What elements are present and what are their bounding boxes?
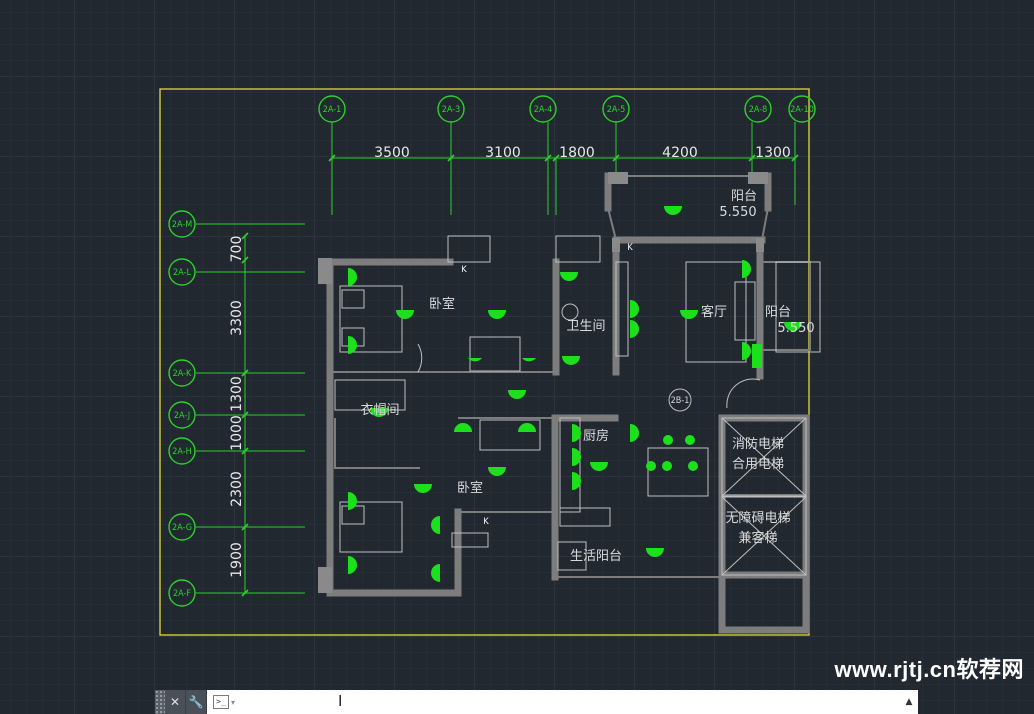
dim-ticks-top [328, 154, 799, 162]
room-balcony-top: 阳台 [731, 189, 757, 204]
walls [326, 172, 810, 634]
axis-lines-left [196, 223, 305, 594]
dim-left-3: 1300 [229, 376, 245, 412]
command-input[interactable] [235, 691, 900, 713]
tag-k2: K [627, 243, 633, 253]
elevation-right: 5.550 [777, 321, 814, 336]
chevron-down-icon[interactable]: ▾ [231, 697, 236, 707]
axis-label-left-5: 2A-H [172, 447, 192, 457]
room-fire-elevator-b: 合用电梯 [732, 457, 784, 472]
tag-k1: K [461, 265, 467, 275]
room-bathroom: 卫生间 [566, 319, 605, 334]
room-closet: 衣帽间 [360, 402, 399, 418]
axis-label-left-3: 2A-K [173, 369, 192, 379]
room-bedroom-top: 卧室 [429, 296, 455, 312]
room-kitchen: 厨房 [583, 428, 609, 444]
room-balcony-right: 阳台 [765, 305, 791, 320]
command-input-area[interactable]: >_ ▾ I ▲ [207, 690, 918, 714]
dim-left-1: 700 [229, 236, 245, 263]
wrench-settings-icon[interactable]: 🔧 [186, 690, 207, 714]
axis-lines-top [331, 122, 796, 215]
light-fixtures [348, 206, 802, 582]
sheet-frame [159, 88, 810, 636]
elevation-top: 5.550 [719, 205, 756, 220]
axis-label-left-4: 2A-J [174, 411, 190, 421]
tag-k3: K [483, 517, 489, 527]
room-accessible-b: 兼客梯 [738, 530, 777, 546]
watermark-text: www.rjtj.cn软荐网 [834, 657, 1024, 682]
axis-bubbles-top [318, 95, 816, 123]
axis-label-top-6: 2A-10 [790, 105, 814, 115]
room-bedroom-bottom: 卧室 [457, 480, 483, 496]
thin-walls [330, 175, 811, 578]
text-cursor-icon: I [338, 692, 343, 710]
dim-top-5: 1300 [755, 145, 791, 161]
command-prompt-icon[interactable]: >_ [213, 695, 229, 709]
dim-top-3: 1800 [559, 145, 595, 161]
axis-label-top-1: 2A-1 [323, 105, 342, 115]
axis-label-top-4: 2A-5 [607, 105, 626, 115]
room-service-balcony: 生活阳台 [570, 549, 622, 564]
close-icon[interactable]: ✕ [165, 690, 186, 714]
axis-label-top-5: 2A-8 [749, 105, 768, 115]
wall-blocks [318, 172, 768, 593]
floor-plan: 2A-1 2A-3 2A-4 2A-5 2A-8 2A-10 2A-M 2A-L… [159, 88, 821, 636]
dim-left-6: 1900 [229, 542, 245, 578]
room-accessible-a: 无障碍电梯 [725, 511, 790, 526]
dim-left-5: 2300 [229, 471, 245, 507]
drag-grip-handle[interactable] [155, 690, 165, 714]
axis-marker: 2B-1 [671, 396, 690, 406]
dim-top-4: 4200 [662, 145, 698, 161]
furniture [334, 235, 821, 576]
dim-ticks-left [241, 232, 249, 597]
axis-label-top-2: 2A-3 [442, 105, 461, 115]
axis-bubbles-left [168, 210, 196, 607]
axis-label-left-2: 2A-L [173, 268, 191, 278]
axis-label-left-7: 2A-F [173, 589, 191, 599]
axis-label-top-3: 2A-4 [534, 105, 553, 115]
dim-top-1: 3500 [374, 145, 410, 161]
room-living: 客厅 [701, 304, 727, 320]
room-fire-elevator-a: 消防电梯 [732, 436, 784, 452]
command-history-icon[interactable]: ▲ [905, 697, 913, 707]
dim-top-2: 3100 [485, 145, 521, 161]
dim-left-4: 1000 [229, 415, 245, 451]
command-line-bar: ✕ 🔧 >_ ▾ I ▲ [155, 690, 918, 714]
axis-label-left-6: 2A-G [172, 523, 192, 533]
dim-left-2: 3300 [229, 300, 245, 336]
axis-label-left-1: 2A-M [172, 220, 192, 230]
